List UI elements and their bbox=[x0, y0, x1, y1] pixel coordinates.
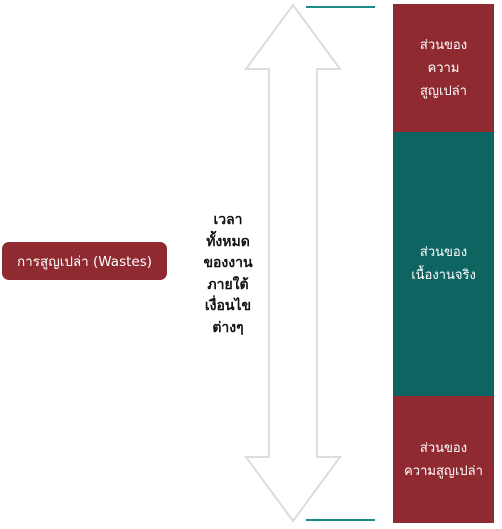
segment-top-line-2: ความ bbox=[427, 60, 460, 76]
wastes-label-text: การสูญเปล่า (Wastes) bbox=[16, 254, 153, 270]
double-arrow-shape bbox=[244, 3, 342, 523]
time-line-4: ภายใต้ bbox=[207, 276, 249, 293]
segment-bot-line-2: ความสูญเปล่า bbox=[404, 463, 483, 479]
time-line-3: ของงาน bbox=[203, 255, 253, 271]
time-line-1: เวลา bbox=[213, 212, 243, 228]
time-line-6: ต่างๆ bbox=[212, 319, 244, 336]
segment-actual-work: ส่วนของ เนื้องานจริง bbox=[393, 132, 494, 396]
segment-waste-bottom: ส่วนของ ความสูญเปล่า bbox=[393, 396, 494, 523]
segment-bot-line-1: ส่วนของ bbox=[419, 440, 468, 456]
wastes-label: การสูญเปล่า (Wastes) bbox=[2, 242, 167, 280]
bottom-boundary-line bbox=[306, 519, 375, 521]
time-line-2: ทั้งหมด bbox=[206, 233, 250, 250]
time-line-5: เงื่อนไข bbox=[204, 298, 252, 314]
segment-waste-top: ส่วนของ ความ สูญเปล่า bbox=[393, 4, 494, 132]
segment-top-line-1: ส่วนของ bbox=[419, 37, 468, 53]
segment-mid-line-1: ส่วนของ bbox=[419, 245, 468, 260]
segment-top-line-3: สูญเปล่า bbox=[420, 83, 467, 99]
top-boundary-line bbox=[306, 6, 375, 8]
segment-mid-line-2: เนื้องานจริง bbox=[411, 268, 476, 283]
total-time-label: เวลา ทั้งหมด ของงาน ภายใต้ เงื่อนไข ต่าง… bbox=[168, 210, 288, 339]
